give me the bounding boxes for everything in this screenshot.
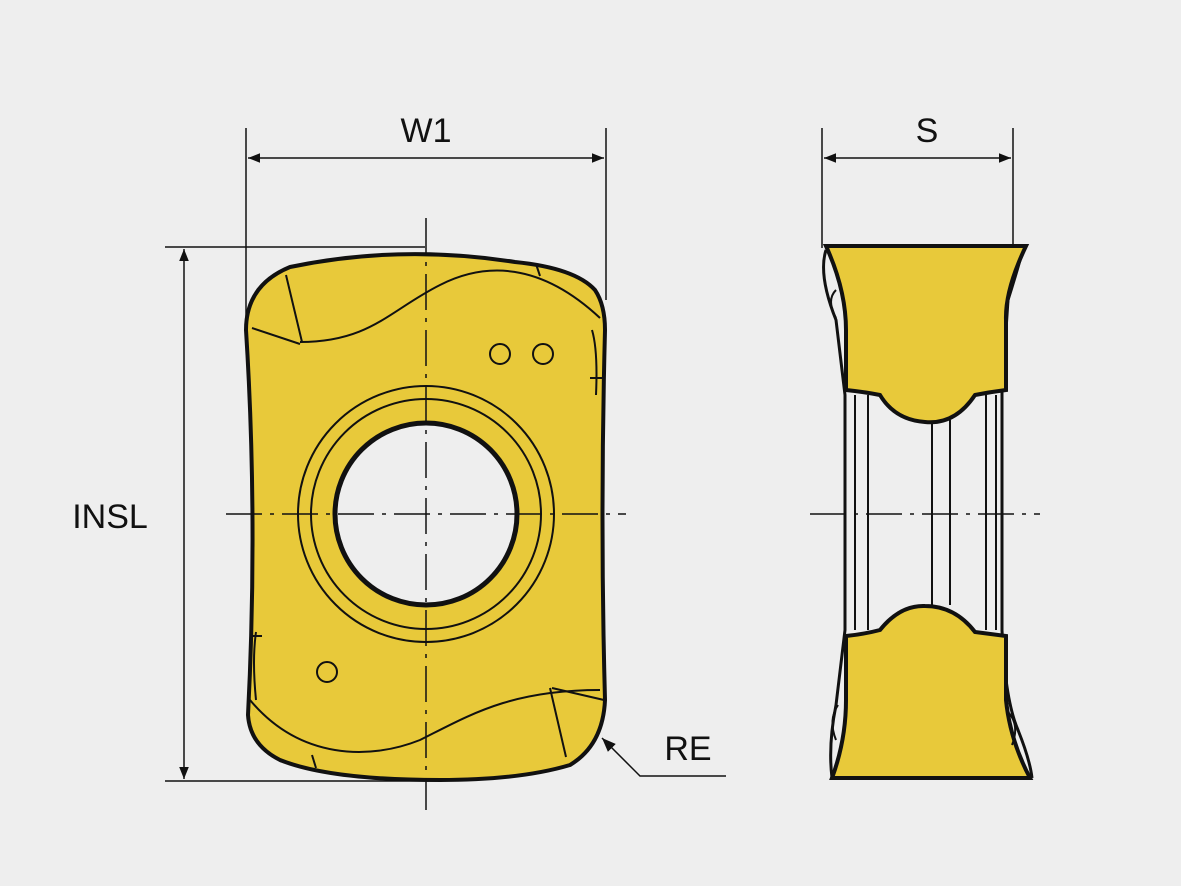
bottom-edge-line [549, 687, 567, 758]
left-lower-facet [253, 631, 257, 701]
w1-label: W1 [401, 112, 452, 150]
top-chip-curve [299, 269, 601, 343]
s-dimension: S [821, 112, 1014, 248]
side-lower-section [829, 603, 1034, 780]
mark-dot [316, 661, 338, 683]
s-label: S [916, 112, 939, 150]
right-upper-facet [591, 329, 598, 396]
w1-dimension: W1 [245, 112, 607, 325]
re-label: RE [664, 730, 711, 768]
mark-dot [532, 343, 554, 365]
side-view [810, 244, 1040, 780]
re-leader: RE [601, 730, 726, 777]
side-left-profile [822, 249, 847, 779]
side-upper-section [822, 244, 1030, 425]
bottom-chip-curve [249, 689, 601, 753]
bottom-notch [311, 754, 317, 769]
top-notch [535, 263, 541, 277]
top-edge-line [285, 274, 303, 343]
mark-dot [489, 343, 511, 365]
insl-dimension: INSL [72, 246, 440, 782]
top-left-facet [251, 327, 301, 345]
re-leader-line [601, 737, 726, 777]
front-view [226, 218, 626, 810]
insl-label: INSL [72, 498, 148, 536]
